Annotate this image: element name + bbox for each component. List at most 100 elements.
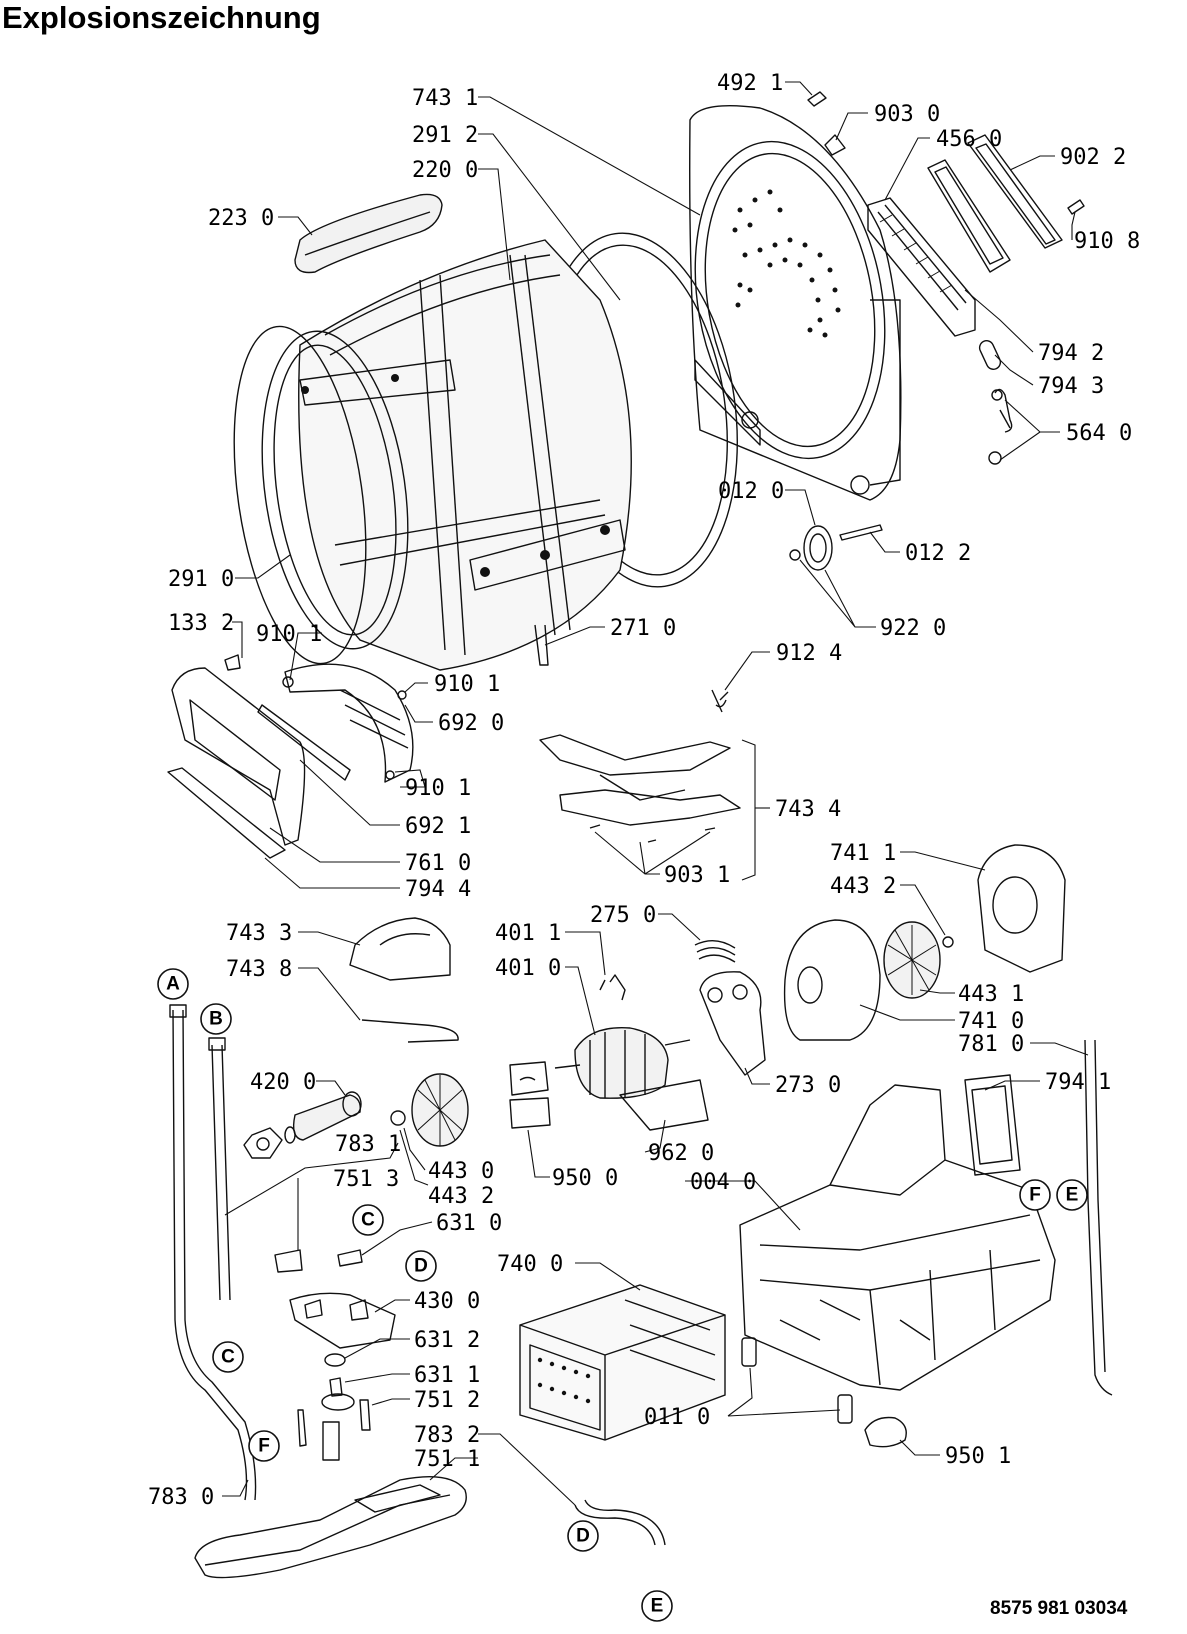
part-label: 443 1	[958, 982, 1024, 1007]
page-title: Explosionszeichnung	[2, 0, 321, 35]
front-frame-parts	[167, 654, 414, 859]
cover-plates	[539, 689, 741, 843]
part-label: 273 0	[775, 1073, 841, 1098]
connector-marker-label: A	[166, 974, 180, 995]
part-label: 692 1	[405, 814, 471, 839]
part-label: 743 8	[226, 957, 292, 982]
connector-marker-e: E	[641, 1590, 673, 1622]
leader-lines	[222, 81, 1089, 1506]
part-label: 751 2	[414, 1388, 480, 1413]
connector-marker-label: F	[1029, 1185, 1041, 1206]
control-parts	[274, 1249, 396, 1461]
connector-marker-c: C	[212, 1341, 244, 1373]
part-label: 781 0	[958, 1032, 1024, 1057]
part-label: 401 0	[495, 956, 561, 981]
part-label: 420 0	[250, 1070, 316, 1095]
part-label: 783 0	[148, 1485, 214, 1510]
connector-marker-f: F	[248, 1430, 280, 1462]
connector-marker-label: D	[414, 1256, 428, 1277]
part-label: 223 0	[208, 206, 274, 231]
part-label: 903 1	[664, 863, 730, 888]
part-label: 950 0	[552, 1166, 618, 1191]
document-number: 8575 981 03034	[990, 1598, 1128, 1619]
pulley-parts	[243, 1091, 362, 1159]
part-label: 564 0	[1066, 421, 1132, 446]
fan-wheel	[390, 1073, 469, 1147]
part-label: 922 0	[880, 616, 946, 641]
part-label: 794 3	[1038, 374, 1104, 399]
part-label: 743 1	[412, 86, 478, 111]
part-label: 443 2	[428, 1184, 494, 1209]
nozzles	[741, 1337, 907, 1448]
part-label: 004 0	[690, 1170, 756, 1195]
fan-housing	[783, 844, 1066, 1041]
connector-marker-f: F	[1019, 1179, 1051, 1211]
part-label: 910 8	[1074, 229, 1140, 254]
part-label: 220 0	[412, 158, 478, 183]
cable-sleeves	[509, 1061, 551, 1129]
connector-marker-label: D	[576, 1526, 590, 1547]
clip-parts	[807, 91, 846, 156]
connector-marker-c: C	[352, 1204, 384, 1236]
part-label: 910 1	[256, 622, 322, 647]
connector-markers: A B C C D F E F D E	[157, 968, 1088, 1622]
base-tray	[194, 1475, 467, 1579]
part-label: 751 1	[414, 1447, 480, 1472]
rear-panel	[689, 105, 902, 501]
connector-marker-e: E	[1056, 1179, 1088, 1211]
part-label: 291 2	[412, 123, 478, 148]
heater	[519, 1284, 726, 1441]
part-label: 751 3	[333, 1167, 399, 1192]
part-labels: 743 1 492 1 903 0 291 2 456 0 902 2 220 …	[148, 71, 1140, 1510]
connector-marker-label: E	[651, 1596, 664, 1617]
connector-marker-b: B	[200, 1003, 232, 1035]
part-label: 902 2	[1060, 145, 1126, 170]
part-label: 012 0	[718, 479, 784, 504]
connector-marker-label: C	[361, 1210, 375, 1231]
part-label: 743 4	[775, 797, 841, 822]
part-label: 743 3	[226, 921, 292, 946]
connector-marker-label: C	[221, 1347, 235, 1368]
part-label: 903 0	[874, 102, 940, 127]
part-label: 761 0	[405, 851, 471, 876]
part-label: 275 0	[590, 903, 656, 928]
connector-marker-d: D	[567, 1520, 599, 1552]
part-label: 291 0	[168, 567, 234, 592]
part-label: 631 2	[414, 1328, 480, 1353]
part-label: 011 0	[644, 1405, 710, 1430]
bearing-parts	[789, 524, 883, 571]
motor	[554, 974, 709, 1131]
part-label: 910 1	[434, 672, 500, 697]
part-label: 492 1	[717, 71, 783, 96]
part-label: 631 0	[436, 1211, 502, 1236]
filter-housing	[867, 134, 1085, 337]
part-label: 962 0	[648, 1141, 714, 1166]
seal-and-springs	[978, 340, 1013, 465]
part-label: 741 1	[830, 841, 896, 866]
connector-marker-label: B	[209, 1009, 223, 1030]
connector-marker-a: A	[157, 968, 189, 1000]
connector-marker-label: E	[1066, 1185, 1079, 1206]
part-label: 430 0	[414, 1289, 480, 1314]
part-label: 443 0	[428, 1159, 494, 1184]
part-label: 950 1	[945, 1444, 1011, 1469]
handle-part	[294, 193, 443, 274]
part-label: 692 0	[438, 711, 504, 736]
hoses	[169, 1004, 1113, 1546]
part-label: 912 4	[776, 641, 842, 666]
tensioner-parts	[694, 940, 766, 1076]
part-label: 443 2	[830, 874, 896, 899]
bracket-parts	[349, 917, 459, 1043]
part-label: 910 1	[405, 776, 471, 801]
part-label: 631 1	[414, 1363, 480, 1388]
part-label: 794 2	[1038, 341, 1104, 366]
part-label: 741 0	[958, 1009, 1024, 1034]
part-label: 740 0	[497, 1252, 563, 1277]
part-label: 456 0	[936, 127, 1002, 152]
part-label: 783 2	[414, 1423, 480, 1448]
part-label: 133 2	[168, 611, 234, 636]
drum-assembly	[233, 232, 738, 671]
part-label: 794 1	[1045, 1070, 1111, 1095]
part-label: 012 2	[905, 541, 971, 566]
